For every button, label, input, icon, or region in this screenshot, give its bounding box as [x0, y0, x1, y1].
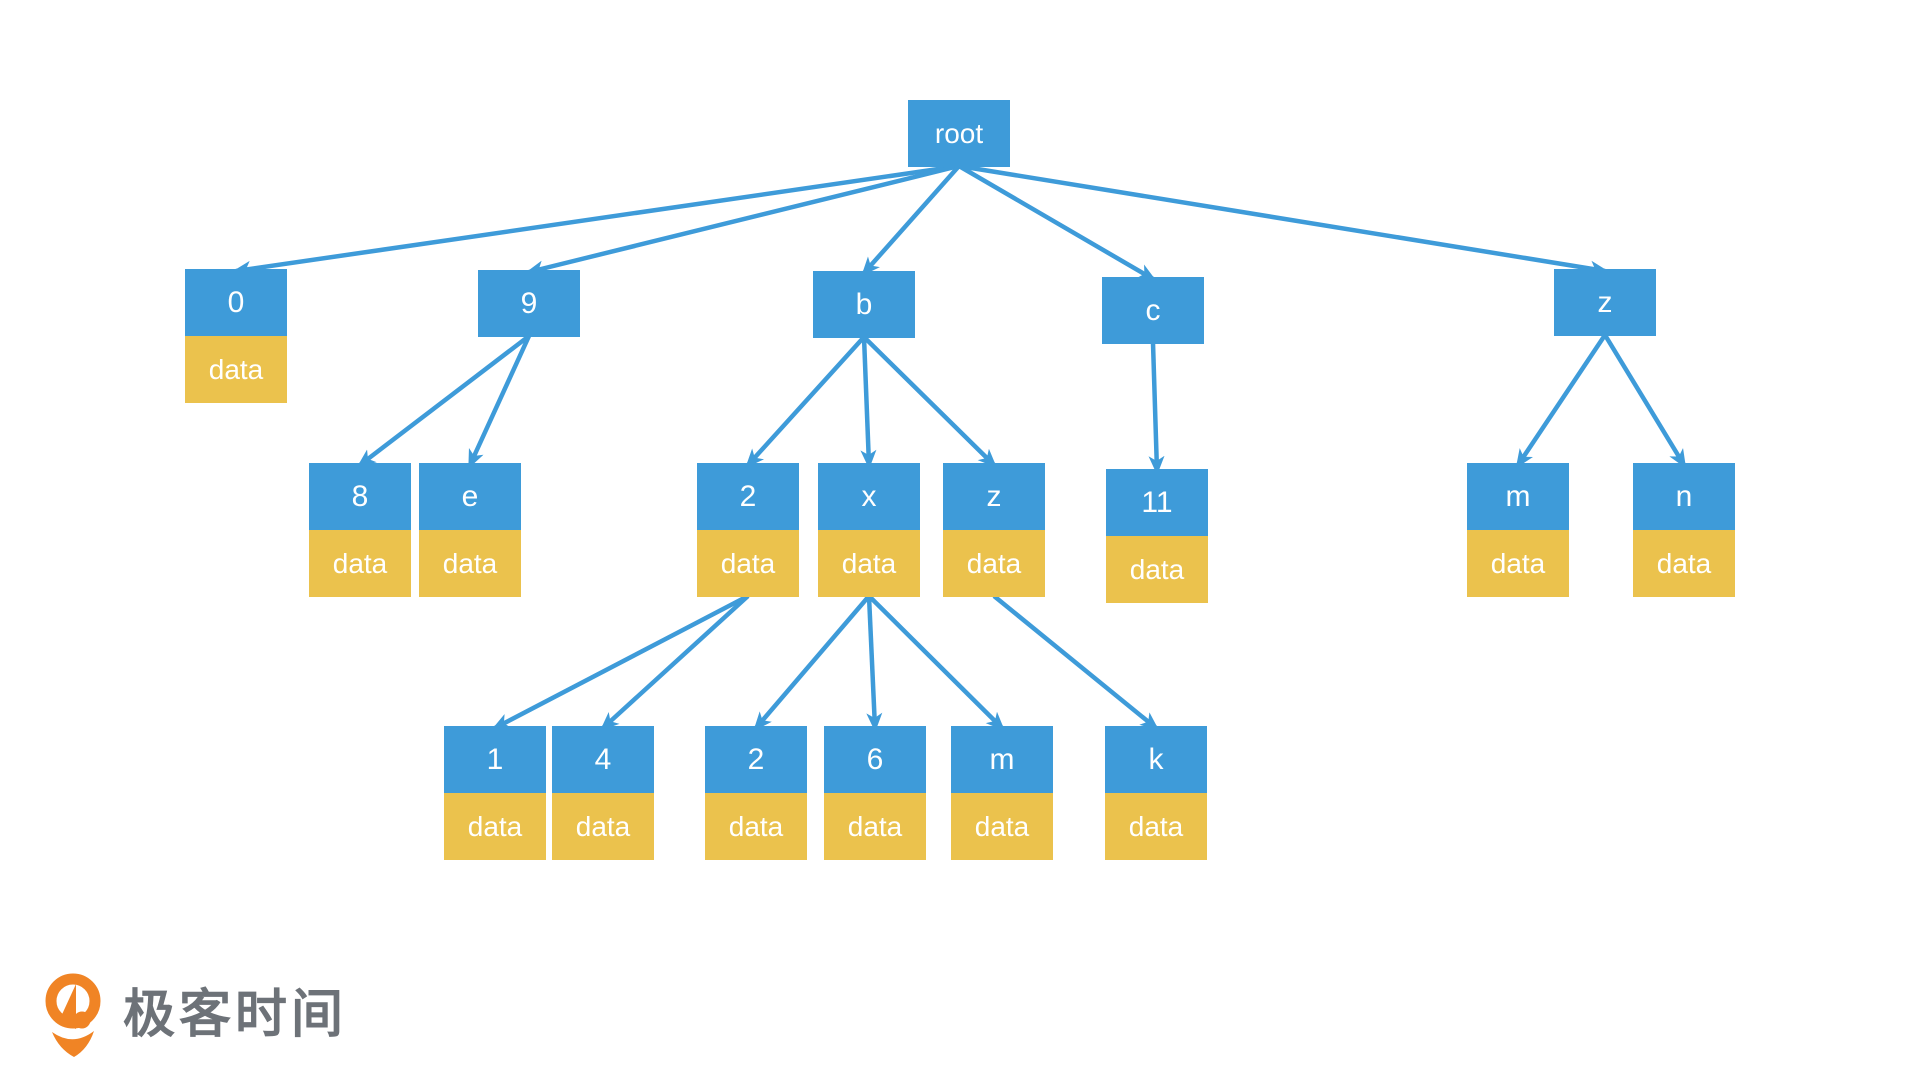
tree-edge-root-kz [958, 163, 1609, 277]
tree-node-k: k data [1105, 726, 1207, 860]
node-data-cell: data [943, 530, 1045, 597]
tree-node-b: b [813, 271, 915, 338]
node-key-cell: 2 [697, 463, 799, 530]
node-key-cell: 8 [309, 463, 411, 530]
tree-edge-root-k0 [232, 163, 960, 277]
tree-node-e: e data [419, 463, 521, 597]
node-key-cell: x [818, 463, 920, 530]
tree-node-11: 11 data [1106, 469, 1208, 603]
tree-edge-root-kc [957, 164, 1157, 282]
tree-node-z: z [1554, 269, 1656, 336]
tree-node-8: 8 data [309, 463, 411, 597]
node-key-cell: c [1102, 277, 1204, 344]
tree-node-x: x data [818, 463, 920, 597]
node-key-cell: z [943, 463, 1045, 530]
tree-edge-root-kb [861, 164, 961, 276]
node-data-cell: data [824, 793, 926, 860]
node-key-cell: 11 [1106, 469, 1208, 536]
node-data-cell: data [1106, 536, 1208, 603]
node-data-cell: data [1105, 793, 1207, 860]
tree-node-6: 6 data [824, 726, 926, 860]
tree-edge-k2-k4 [600, 594, 750, 731]
tree-edge-k2-k1 [491, 594, 750, 730]
node-data-cell: data [309, 530, 411, 597]
node-data-cell: data [818, 530, 920, 597]
node-key-cell: 0 [185, 269, 287, 336]
node-data-cell: data [697, 530, 799, 597]
tree-node-2: 2 data [697, 463, 799, 597]
geektime-logo-text: 极客时间 [123, 986, 348, 1044]
node-key-cell: b [813, 271, 915, 338]
tree-node-m: m data [1467, 463, 1569, 597]
tree-node-9: 9 [478, 270, 580, 337]
tree-node-z-child-of-b: z data [943, 463, 1045, 597]
tree-node-2-child-of-x: 2 data [705, 726, 807, 860]
tree-edge-kb-kx [860, 336, 877, 469]
node-data-cell: data [1633, 530, 1735, 597]
tree-node-4: 4 data [552, 726, 654, 860]
tree-edge-kb-kz2 [862, 335, 997, 468]
tree-edge-kc-k11 [1148, 342, 1165, 475]
tree-edge-root-k9 [525, 163, 960, 277]
tree-node-n: n data [1633, 463, 1735, 597]
node-key-cell: 9 [478, 270, 580, 337]
node-key-cell: 6 [824, 726, 926, 793]
tree-edge-k9-k8 [356, 334, 531, 468]
node-key-cell: 2 [705, 726, 807, 793]
node-data-cell: data [185, 336, 287, 403]
tree-edge-kb-k2 [745, 335, 866, 468]
geektime-logo-icon [45, 973, 101, 1057]
node-key-cell: e [419, 463, 521, 530]
tree-edge-k9-ke [467, 335, 532, 469]
node-key-cell: n [1633, 463, 1735, 530]
node-key-cell: m [951, 726, 1053, 793]
tree-node-m-child-of-x: m data [951, 726, 1053, 860]
tree-node-0: 0 data [185, 269, 287, 403]
geektime-logo: 极客时间 [45, 972, 347, 1058]
node-data-cell: data [951, 793, 1053, 860]
node-data-cell: data [552, 793, 654, 860]
tree-node-1: 1 data [444, 726, 546, 860]
node-key-cell: z [1554, 269, 1656, 336]
node-key-cell: 1 [444, 726, 546, 793]
tree-edge-kz2-kk [992, 594, 1160, 731]
tree-node-c: c [1102, 277, 1204, 344]
tree-node-root: root [908, 100, 1010, 167]
node-key-cell: 4 [552, 726, 654, 793]
tree-edge-kx-k6 [866, 595, 883, 732]
tree-edge-kz-km [1515, 333, 1607, 469]
tree-edge-kx-km2 [867, 594, 1005, 731]
tree-edge-kz-kn [1603, 333, 1687, 469]
node-data-cell: data [1467, 530, 1569, 597]
node-key-cell: k [1105, 726, 1207, 793]
node-key-cell: m [1467, 463, 1569, 530]
node-data-cell: data [419, 530, 521, 597]
tree-edge-kx-k2b [753, 594, 871, 732]
node-data-cell: data [444, 793, 546, 860]
node-data-cell: data [705, 793, 807, 860]
node-key-cell: root [908, 100, 1010, 167]
